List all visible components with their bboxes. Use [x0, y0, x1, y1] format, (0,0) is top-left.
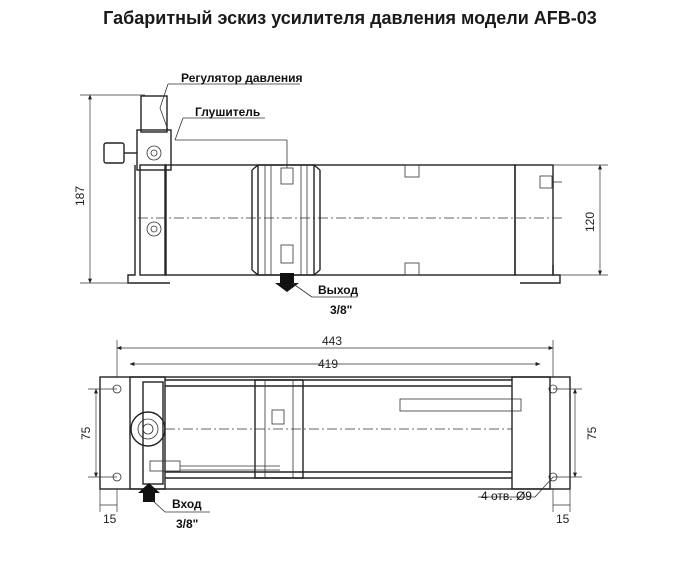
dim-length-total: 443: [322, 334, 342, 348]
label-outlet-size: 3/8": [330, 303, 352, 317]
inlet-arrow-icon: [138, 483, 160, 502]
side-view: [80, 83, 608, 298]
dim-height-body: 120: [583, 212, 597, 232]
label-regulator: Регулятор давления: [181, 71, 303, 85]
label-holes: 4 отв. Ø9: [481, 489, 532, 503]
dim-offset-left: 15: [103, 512, 117, 526]
label-outlet: Выход: [318, 283, 358, 297]
label-muffler: Глушитель: [195, 105, 260, 119]
outlet-arrow-icon: [275, 273, 299, 292]
label-inlet: Вход: [172, 497, 202, 511]
page-title: Габаритный эскиз усилителя давления моде…: [103, 8, 597, 28]
dim-width-right: 75: [585, 426, 599, 440]
regulator-block: [136, 129, 172, 171]
top-view: [88, 340, 582, 513]
dim-height-total: 187: [73, 186, 87, 206]
dim-offset-right: 15: [556, 512, 570, 526]
dim-length-body: 419: [318, 357, 338, 371]
regulator-knob: [103, 142, 125, 164]
label-inlet-size: 3/8": [176, 517, 198, 531]
dim-width-left: 75: [79, 426, 93, 440]
